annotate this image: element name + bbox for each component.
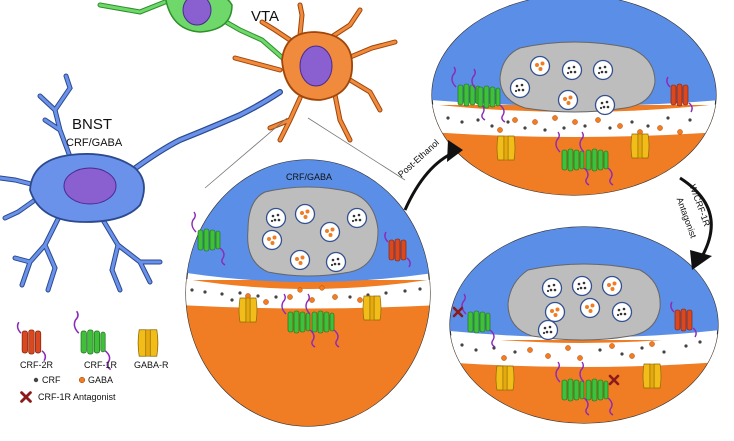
vta-neuron <box>232 2 398 143</box>
legend-antagonist-label: CRF-1R Antagonist <box>38 392 116 402</box>
terminal-label: CRF/GABA <box>286 172 333 182</box>
zoom-line-right <box>307 117 406 181</box>
legend-gaba-label: GABA <box>88 375 114 385</box>
arrow-antagonist <box>679 176 713 261</box>
legend-crf2r-label: CRF-2R <box>20 360 53 370</box>
bnst-neuron <box>0 73 283 293</box>
green-neuron <box>97 0 288 63</box>
legend-crf-symbol <box>33 377 39 383</box>
legend-crf1r-label: CRF-1R <box>84 360 117 370</box>
vta-label: VTA <box>251 8 280 25</box>
arrow-antagonist-head <box>690 250 712 270</box>
legend-gaba-symbol <box>78 376 86 384</box>
arrow-post-ethanol-head <box>447 140 463 162</box>
legend-crf2r-symbol <box>16 321 47 362</box>
legend-gabar-label: GABA-R <box>134 360 169 370</box>
synapse-post-ethanol <box>431 0 717 196</box>
green-nucleus <box>182 0 212 26</box>
bnst-sublabel: CRF/GABA <box>66 137 123 149</box>
legend-gabar-symbol <box>137 329 159 357</box>
bnst-label: BNST <box>72 116 113 133</box>
legend-antagonist-symbol <box>20 391 32 403</box>
legend-crf-label: CRF <box>42 375 61 385</box>
synapse-antagonist <box>449 226 719 424</box>
vta-nucleus <box>299 45 333 87</box>
zoom-line-left <box>204 117 288 189</box>
synapse-baseline <box>185 159 431 427</box>
bnst-nucleus <box>63 167 117 205</box>
